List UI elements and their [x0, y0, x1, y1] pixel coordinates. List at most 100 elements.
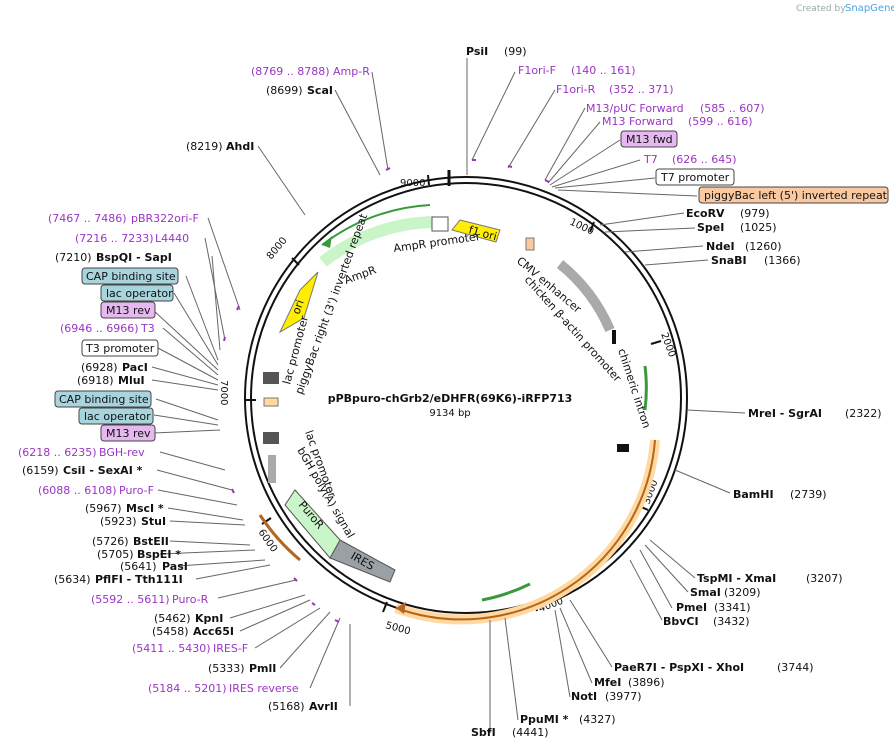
primer-ires-f[interactable]: IRES-F — [213, 642, 248, 655]
site-mrei-sgrai[interactable]: MreI - SgrAI — [748, 407, 822, 420]
primer-m13-puc-forward[interactable]: M13/pUC Forward — [586, 102, 684, 115]
site-psii[interactable]: PsiI — [466, 45, 488, 58]
site-pmli[interactable]: PmlI — [249, 662, 276, 675]
site-paer7i-pspxi-xhoi[interactable]: PaeR7I - PspXI - XhoI — [614, 661, 744, 674]
site-stui[interactable]: StuI — [141, 515, 166, 528]
site-scai[interactable]: ScaI — [307, 84, 333, 97]
grb2-orf-feature — [394, 439, 660, 625]
site-paer7i-pspxi-xhoi-pos: (3744) — [777, 661, 814, 674]
primer-f1ori-f[interactable]: F1ori-F — [518, 64, 556, 77]
site-sbfi[interactable]: SbfI — [471, 726, 496, 739]
intron-end-mark — [617, 444, 629, 452]
created-by-label: Created by — [796, 4, 846, 14]
site-csii-sexai[interactable]: CsiI - SexAI * — [63, 464, 143, 477]
primer-ires-f-range: (5411 .. 5430) — [132, 642, 211, 655]
site-psii-pos: (99) — [504, 45, 527, 58]
primer-m13-forward[interactable]: M13 Forward — [602, 115, 673, 128]
feature-box-lac-operator-1[interactable] — [100, 284, 174, 302]
site-sbfi-pos: (4441) — [512, 726, 549, 739]
site-pmei-pos: (3341) — [714, 601, 751, 614]
site-ppumi[interactable]: PpuMI * — [520, 713, 569, 726]
chimeric-intron-arrow — [643, 365, 648, 411]
primer-ires-reverse[interactable]: IRES reverse — [229, 682, 299, 695]
primer-puro-f[interactable]: Puro-F — [119, 484, 154, 497]
site-avrii-pos: (5168) — [268, 700, 305, 713]
feature-box-m13-fwd[interactable] — [620, 130, 678, 148]
site-ahdi[interactable]: AhdI — [226, 140, 254, 153]
primer-l4440[interactable]: L4440 — [155, 232, 189, 245]
site-kpni[interactable]: KpnI — [195, 612, 223, 625]
site-bspei[interactable]: BspEI * — [137, 548, 181, 561]
site-tspmi-xmai[interactable]: TspMI - XmaI — [697, 572, 776, 585]
site-pmli-pos: (5333) — [208, 662, 245, 675]
primer-l4440-range: (7216 .. 7233) — [75, 232, 154, 245]
puror-feature — [284, 489, 341, 559]
site-mfei-pos: (3896) — [628, 676, 665, 689]
bgh-feature — [268, 455, 276, 483]
feature-box-cap-binding-site-2-label: CAP binding site — [59, 393, 149, 406]
site-pmei[interactable]: PmeI — [676, 601, 707, 614]
tick-7000: 7000 — [218, 380, 229, 405]
site-bspqi-sapi-pos: (7210) — [55, 251, 92, 264]
site-pasi-pos: (5641) — [120, 560, 157, 573]
site-bspei-pos: (5705) — [97, 548, 134, 561]
primer-bgh-rev[interactable]: BGH-rev — [99, 446, 145, 459]
site-msci[interactable]: MscI * — [126, 502, 164, 515]
primer-puro-r[interactable]: Puro-R — [172, 593, 209, 606]
tick-marks — [246, 174, 662, 613]
site-pflfi-tth111i-pos: (5634) — [54, 573, 91, 586]
site-bamhi[interactable]: BamHI — [733, 488, 774, 501]
small-orange-feature — [263, 397, 279, 407]
feature-box-t3-promoter[interactable] — [81, 339, 159, 357]
site-pasi[interactable]: PasI — [162, 560, 188, 573]
feature-box-cap-binding-site-2[interactable] — [54, 390, 152, 408]
tick-1000: 1000 — [568, 217, 596, 238]
feature-box-piggybac-left[interactable] — [698, 186, 889, 204]
site-ndei[interactable]: NdeI — [706, 240, 735, 253]
primer-ires-reverse-range: (5184 .. 5201) — [148, 682, 227, 695]
right-leader-lines — [466, 58, 746, 733]
site-noti-pos: (3977) — [605, 690, 642, 703]
primer-amp-r[interactable]: Amp-R — [333, 65, 370, 78]
site-mfei[interactable]: MfeI — [594, 676, 621, 689]
site-tspmi-xmai-pos: (3207) — [806, 572, 843, 585]
feature-box-piggybac-left-label: piggyBac left (5') inverted repeat — [704, 189, 888, 202]
site-bbvci-pos: (3432) — [713, 615, 750, 628]
site-avrii[interactable]: AvrII — [309, 700, 338, 713]
ampr-feature — [319, 216, 435, 267]
feature-box-cap-binding-site-1-label: CAP binding site — [86, 270, 176, 283]
primer-t3[interactable]: T3 — [140, 322, 155, 335]
site-csii-sexai-pos: (6159) — [22, 464, 59, 477]
primer-t3-range: (6946 .. 6966) — [60, 322, 139, 335]
site-mlui[interactable]: MluI — [118, 374, 145, 387]
site-pflfi-tth111i[interactable]: PflFI - Tth111I — [95, 573, 183, 586]
feature-box-m13-rev-2[interactable] — [100, 424, 156, 442]
feature-box-lac-operator-2[interactable] — [78, 407, 154, 425]
site-acc65i[interactable]: Acc65I — [193, 625, 234, 638]
primer-pbr322ori-f-range: (7467 .. 7486) — [48, 212, 127, 225]
site-bbvci[interactable]: BbvCI — [663, 615, 699, 628]
primer-t7[interactable]: T7 — [643, 153, 658, 166]
primer-f1ori-r[interactable]: F1ori-R — [556, 83, 596, 96]
primer-m13-puc-forward-range: (585 .. 607) — [700, 102, 765, 115]
site-smai[interactable]: SmaI — [690, 586, 721, 599]
site-noti[interactable]: NotI — [571, 690, 597, 703]
tick-5000: 5000 — [384, 620, 411, 637]
feature-box-cap-binding-site-1[interactable] — [81, 267, 179, 285]
site-spei[interactable]: SpeI — [697, 221, 724, 234]
feature-box-m13-rev-1[interactable] — [100, 301, 156, 319]
site-snabi[interactable]: SnaBI — [711, 254, 747, 267]
site-ecorv[interactable]: EcoRV — [686, 207, 725, 220]
piggybac-left-feature — [525, 237, 535, 251]
chimeric-intron-start — [612, 330, 616, 344]
site-scai-pos: (8699) — [266, 84, 303, 97]
feature-box-t7-promoter[interactable] — [655, 168, 735, 186]
site-paci[interactable]: PacI — [122, 361, 148, 374]
site-bsteii[interactable]: BstEII — [133, 535, 169, 548]
snapgene-logo: SnapGene — [845, 3, 894, 14]
feature-box-t7-promoter-label: T7 promoter — [660, 171, 730, 184]
site-paci-pos: (6928) — [81, 361, 118, 374]
site-bspqi-sapi[interactable]: BspQI - SapI — [96, 251, 172, 264]
ampr-promoter-label: AmpR promoter — [393, 230, 482, 255]
primer-pbr322ori-f[interactable]: pBR322ori-F — [131, 212, 199, 225]
